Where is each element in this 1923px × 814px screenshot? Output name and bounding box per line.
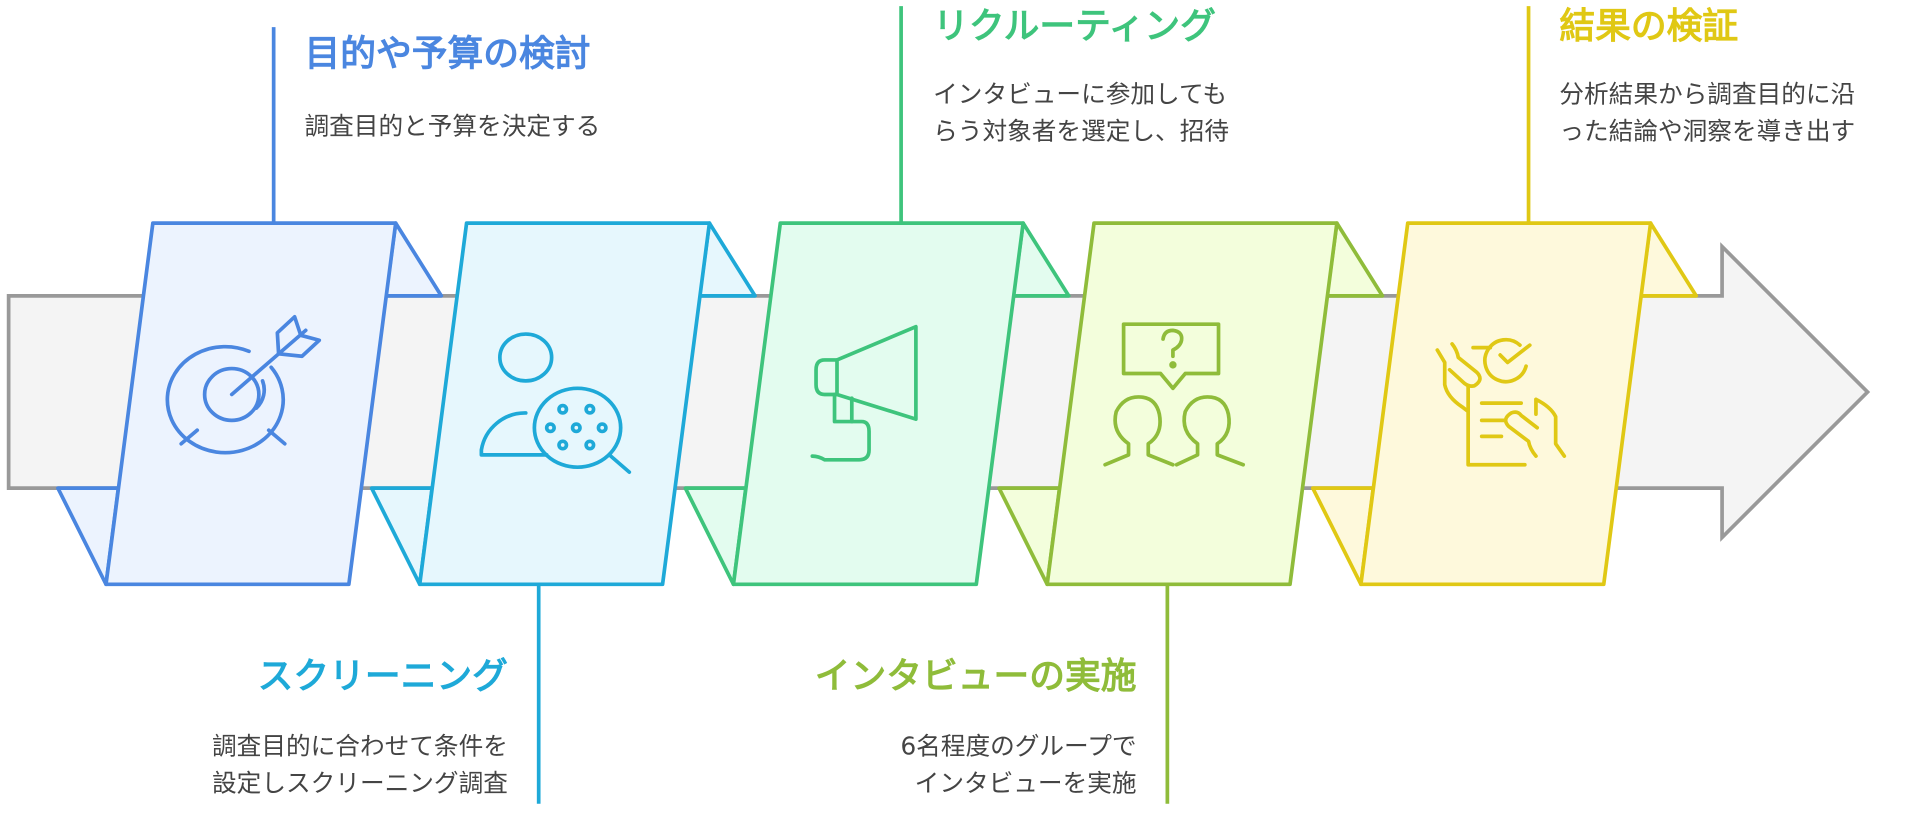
step-2-card: [369, 221, 757, 587]
step-4-card: [997, 221, 1385, 587]
step-2-desc-line: 設定しスクリーニング調査: [212, 767, 508, 798]
step-5-desc-line: った結論や洞察を導き出す: [1559, 115, 1856, 146]
step-1-desc-line: 調査目的と予算を決定する: [304, 110, 601, 141]
step-3-card: [683, 6, 1071, 587]
step-2-title: スクリーニング: [257, 654, 508, 697]
step-2-panel: [417, 221, 712, 587]
step-3-panel: [731, 221, 1025, 587]
step-1-description: 調査目的と予算を決定する: [304, 107, 600, 144]
user-search-icon: [479, 332, 632, 474]
step-3-desc-line: インタビューに参加しても: [933, 78, 1228, 109]
step-3-title: リクルーティング: [933, 4, 1216, 47]
step-5-desc-line: 分析結果から調査目的に沿: [1559, 78, 1856, 109]
step-4-desc-line: インタビューを実施: [914, 767, 1137, 798]
step-1-panel: [104, 221, 398, 587]
step-5-title: 結果の検証: [1559, 4, 1739, 47]
group-discussion-icon: [1103, 322, 1246, 467]
step-2-desc-line: 調査目的に合わせて条件を: [212, 730, 508, 761]
step-3-description: インタビューに参加しても らう対象者を選定し、招待: [933, 75, 1229, 149]
step-4-title: インタビューの実施: [814, 654, 1137, 697]
step-1-card: [56, 27, 444, 587]
step-2-description: 調査目的に合わせて条件を 設定しスクリーニング調査: [212, 727, 508, 801]
document-check-icon: [1435, 337, 1567, 467]
step-5-description: 分析結果から調査目的に沿 った結論や洞察を導き出す: [1559, 75, 1855, 149]
step-3-desc-line: らう対象者を選定し、招待: [933, 115, 1230, 146]
step-1-title: 目的や予算の検討: [304, 32, 591, 74]
target-icon: [165, 314, 322, 455]
megaphone-icon: [810, 324, 918, 462]
step-5-card: [1310, 6, 1699, 587]
step-4-description: 6名程度のグループで インタビューを実施: [900, 727, 1136, 801]
step-4-desc-line: 6名程度のグループで: [900, 730, 1137, 761]
